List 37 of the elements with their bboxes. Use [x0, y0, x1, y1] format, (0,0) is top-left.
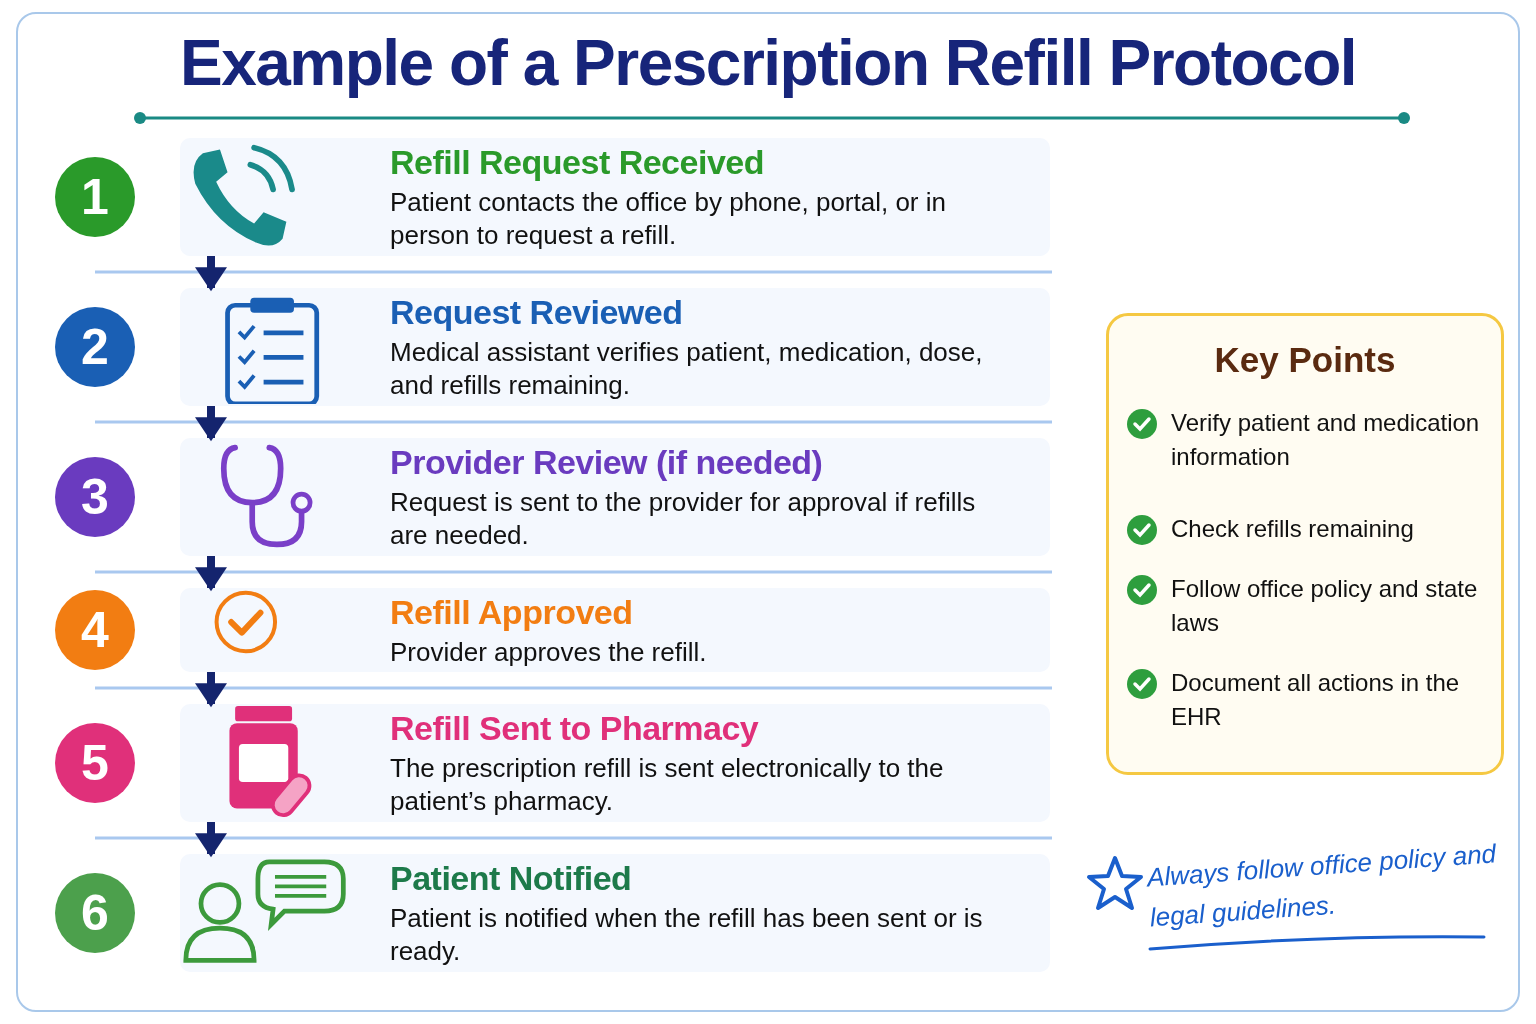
step-number-circle: 5 — [55, 723, 135, 803]
step-heading: Refill Approved — [390, 592, 633, 632]
step-description: Patient contacts the office by phone, portal, or in person to request a refill. — [390, 186, 947, 252]
step-number-circle: 2 — [55, 307, 135, 387]
step-row-band — [180, 288, 1050, 406]
key-point-text: Verify patient and medication information — [1171, 408, 1481, 472]
step-heading: Provider Review (if needed) — [390, 442, 823, 482]
key-point-text: Check refills remaining — [1171, 514, 1415, 544]
step-number-circle: 4 — [55, 590, 135, 670]
step-number-circle: 1 — [55, 157, 135, 237]
step-description: Patient is notified when the refill has been sent or is ready. — [390, 902, 984, 968]
panel-heading: Key Points — [1213, 340, 1397, 380]
key-points-panel — [1106, 313, 1504, 775]
title: Example of a Prescription Refill Protocol — [179, 27, 1357, 99]
arrow — [195, 256, 227, 292]
step-description: Provider approves the refill. — [390, 636, 708, 669]
step-heading: Refill Request Received — [390, 142, 764, 182]
step-heading: Request Reviewed — [390, 292, 683, 332]
step-row-band — [180, 438, 1050, 556]
arrow — [195, 672, 227, 708]
step-description: Request is sent to the provider for approval if refills are needed. — [390, 486, 977, 552]
key-point-text: Document all actions in the EHR — [1171, 668, 1461, 732]
step-description: The prescription refill is sent electronically to the patient’s pharmacy. — [390, 752, 945, 818]
arrow — [195, 556, 227, 592]
step-row-band — [180, 854, 1050, 972]
step-description: Medical assistant verifies patient, medication, dose, and refills remaining. — [390, 336, 984, 402]
key-point-text: Follow office policy and state laws — [1171, 574, 1479, 638]
step-row-band — [180, 138, 1050, 256]
step-row-band — [180, 588, 1050, 672]
note-text: Always follow office policy and legal guidelines. — [1145, 837, 1498, 935]
step-heading: Refill Sent to Pharmacy — [390, 708, 759, 748]
step-number-circle: 3 — [55, 457, 135, 537]
arrow — [195, 822, 227, 858]
step-number-circle: 6 — [55, 873, 135, 953]
arrow — [195, 406, 227, 442]
step-heading: Patient Notified — [390, 858, 632, 898]
step-row-band — [180, 704, 1050, 822]
